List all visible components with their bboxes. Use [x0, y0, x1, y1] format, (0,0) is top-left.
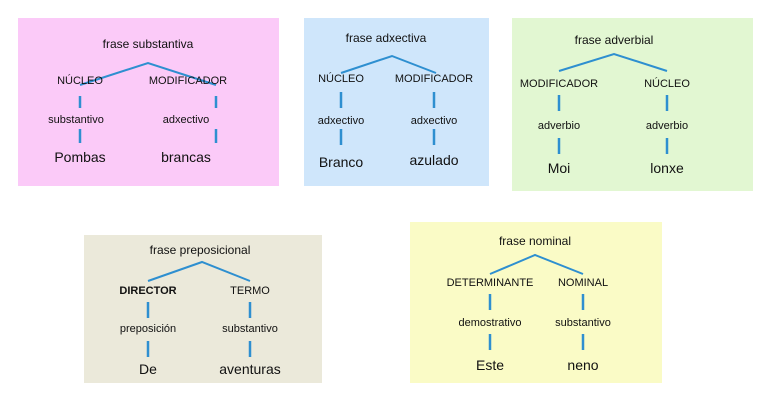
right-role-label: NÚCLEO [644, 78, 690, 90]
tree-connector-lines [78, 61, 218, 143]
right-category-label: substantivo [555, 317, 611, 329]
right-role-label: TERMO [230, 285, 270, 297]
right-example-word: neno [567, 357, 599, 373]
right-category-label: substantivo [222, 323, 278, 335]
tree-frase-adverbial: frase adverbial MODIFICADOR NÚCLEO adver… [512, 18, 753, 191]
tree-frase-adxectiva: frase adxectiva NÚCLEO MODIFICADOR adxec… [304, 18, 489, 186]
right-example-word: azulado [409, 152, 459, 168]
right-example-word: brancas [161, 149, 211, 165]
right-category-label: adxectivo [162, 114, 210, 126]
tree-frase-preposicional: frase preposicional Director TERMO prepo… [84, 235, 322, 383]
left-role-label: Director [119, 285, 177, 297]
left-category-label: substantivo [48, 114, 104, 126]
tree-connector-lines [557, 52, 669, 154]
right-role-label: MODIFICADOR [394, 73, 474, 85]
left-example-word: De [139, 361, 157, 377]
right-example-word: aventuras [219, 361, 281, 377]
tree-frase-nominal: frase nominal DETERMINANTE NOMINAL demos… [410, 222, 662, 383]
tree-connector-lines [488, 253, 585, 350]
left-category-label: adxectivo [317, 115, 365, 127]
tree-frase-substantiva: frase substantiva NÚCLEO MODIFICADOR sub… [18, 18, 279, 186]
left-category-label: preposición [119, 323, 177, 335]
right-role-label: NOMINAL [557, 277, 609, 289]
phrase-title: frase substantiva [102, 37, 194, 51]
right-category-label: adxectivo [410, 115, 458, 127]
left-example-word: Este [475, 357, 505, 373]
phrase-title: frase adverbial [574, 33, 654, 47]
right-category-label: adverbio [645, 120, 689, 132]
right-role-label: MODIFICADOR [148, 75, 228, 87]
tree-connector-lines [146, 260, 252, 357]
left-example-word: Moi [547, 160, 571, 176]
left-category-label: adverbio [537, 120, 581, 132]
left-category-label: demostrativo [458, 317, 522, 329]
left-example-word: Branco [318, 154, 364, 170]
left-role-label: DETERMINANTE [446, 277, 534, 289]
left-role-label: MODIFICADOR [519, 78, 599, 90]
phrase-title: frase adxectiva [345, 31, 427, 45]
left-role-label: NÚCLEO [57, 75, 103, 87]
left-role-label: NÚCLEO [318, 73, 364, 85]
phrase-title: frase preposicional [149, 243, 251, 257]
right-example-word: lonxe [650, 160, 684, 176]
phrase-title: frase nominal [498, 234, 572, 248]
tree-connector-lines [339, 54, 437, 145]
left-example-word: Pombas [54, 149, 106, 165]
